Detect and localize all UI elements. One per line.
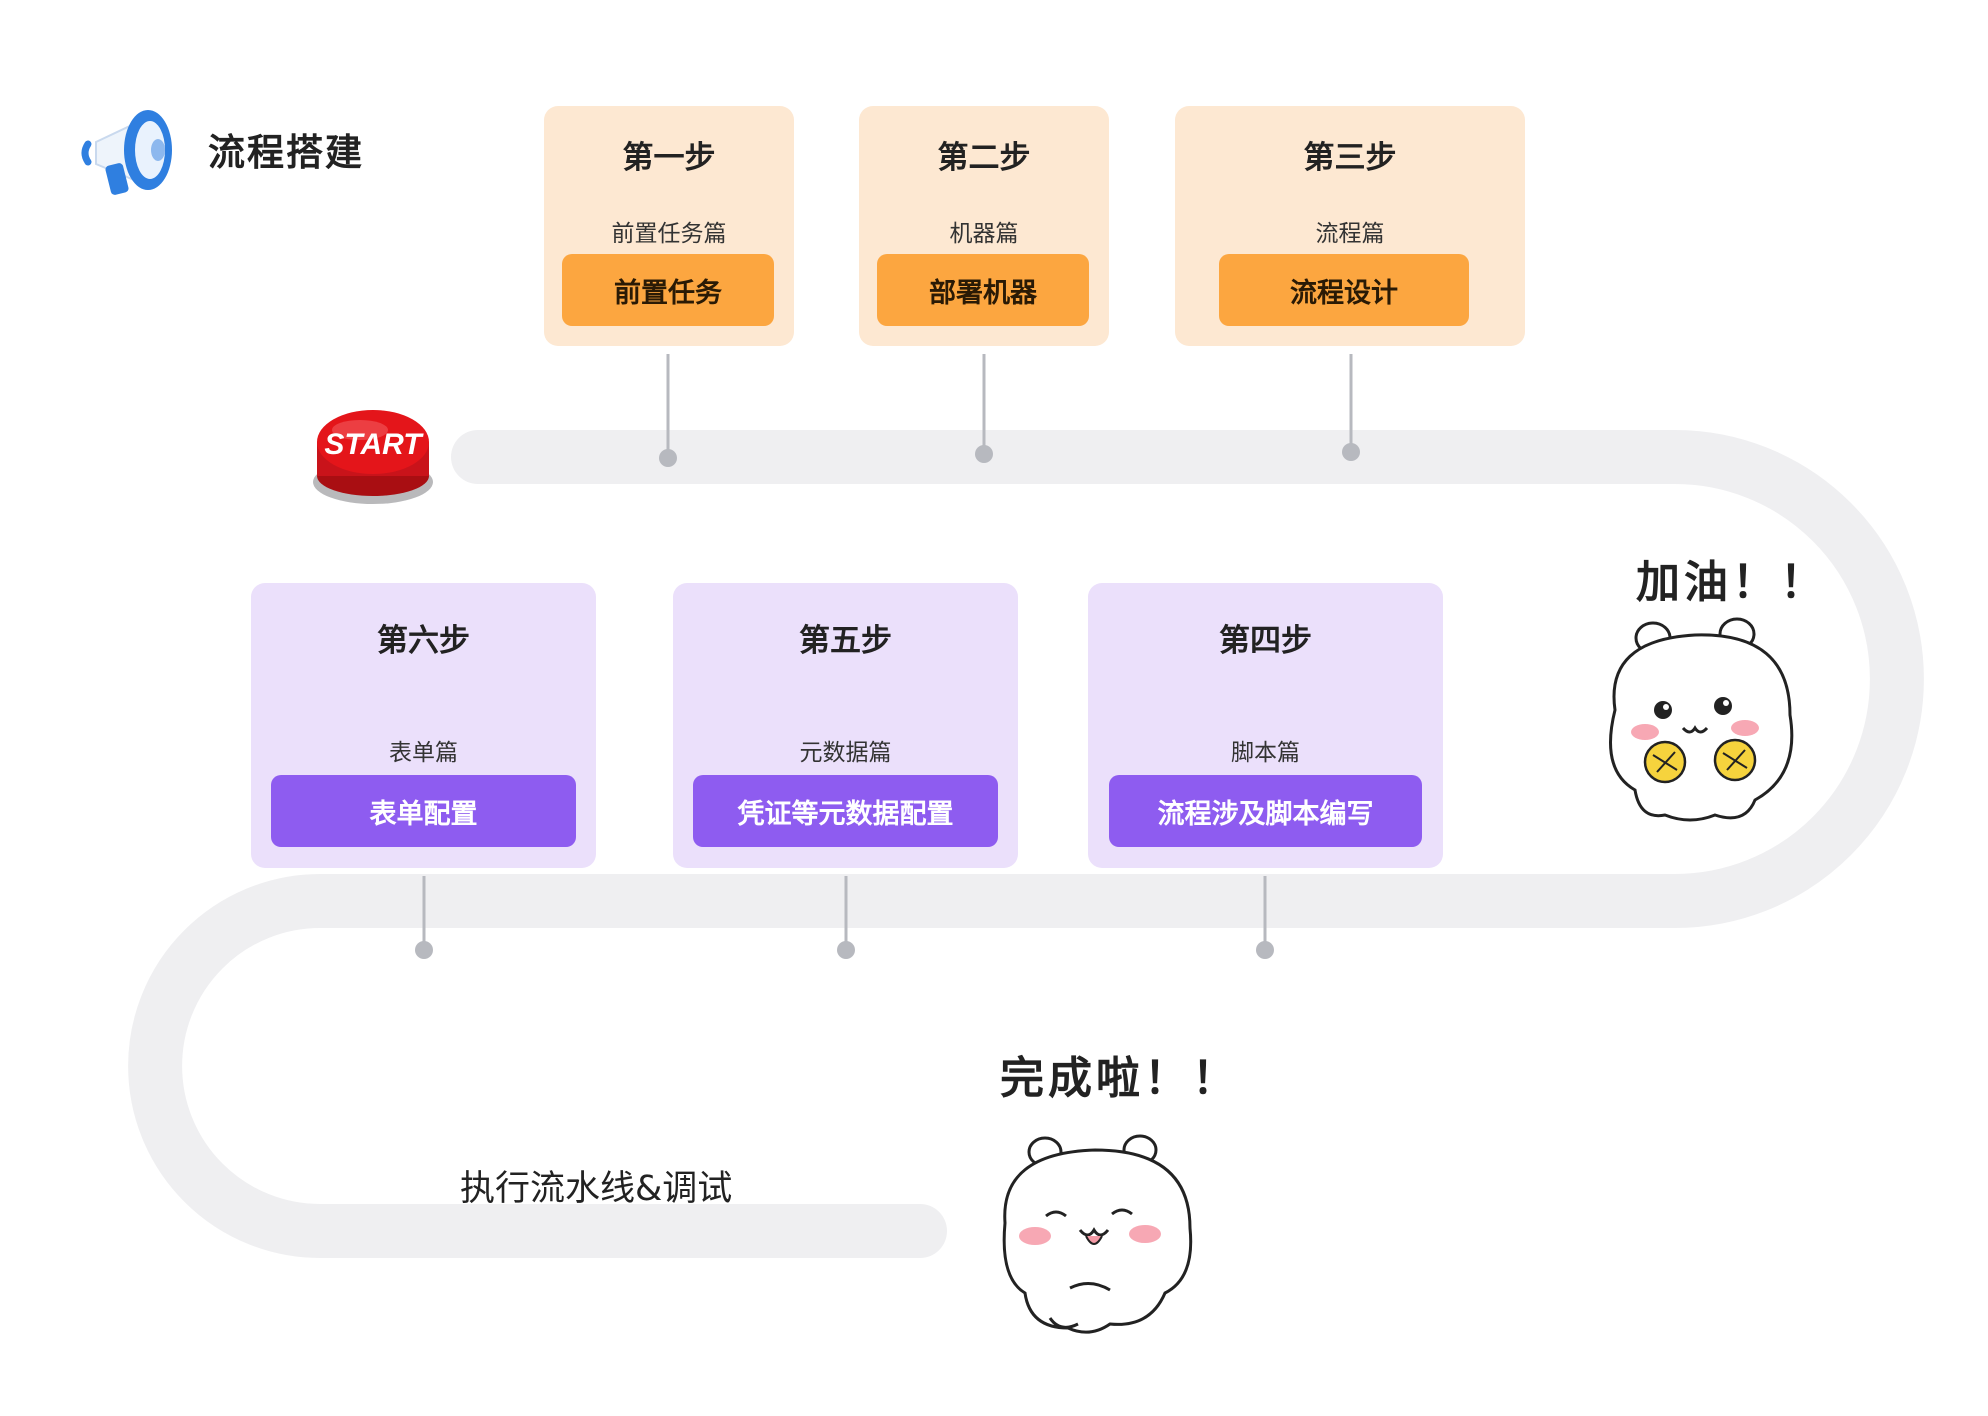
step-card-5: 第五步 元数据篇 凭证等元数据配置 bbox=[673, 583, 1018, 868]
connector-step-5 bbox=[837, 876, 855, 959]
step-subtitle: 脚本篇 bbox=[1231, 740, 1300, 766]
step-card-1: 第一步 前置任务篇 前置任务 bbox=[544, 106, 794, 346]
page-title: 流程搭建 bbox=[208, 131, 364, 174]
connector-step-6 bbox=[415, 876, 433, 959]
pipeline-debug-label: 执行流水线&调试 bbox=[460, 1169, 733, 1209]
start-label: START bbox=[324, 428, 424, 461]
connector-step-3 bbox=[1342, 354, 1360, 461]
cheer-text: 加油！！ bbox=[1636, 557, 1828, 608]
done-text: 完成啦！！ bbox=[1000, 1053, 1240, 1104]
hamster-happy-icon bbox=[1002, 1134, 1193, 1334]
script-writing-button[interactable]: 流程涉及脚本编写 bbox=[1109, 775, 1422, 847]
step-card-3: 第三步 流程篇 流程设计 bbox=[1175, 106, 1525, 346]
step-title: 第四步 bbox=[1219, 623, 1312, 659]
pre-task-button[interactable]: 前置任务 bbox=[562, 254, 774, 326]
step-subtitle: 表单篇 bbox=[389, 740, 458, 766]
step-title: 第二步 bbox=[937, 140, 1031, 176]
connector-step-2 bbox=[975, 354, 993, 463]
connector-step-4 bbox=[1256, 876, 1274, 959]
step-subtitle: 机器篇 bbox=[949, 221, 1019, 247]
hamster-cheering-icon bbox=[1609, 617, 1794, 822]
step-title: 第三步 bbox=[1303, 140, 1397, 176]
step-subtitle: 流程篇 bbox=[1315, 221, 1385, 247]
step-subtitle: 元数据篇 bbox=[799, 740, 892, 766]
step-card-4: 第四步 脚本篇 流程涉及脚本编写 bbox=[1088, 583, 1443, 868]
step-card-6: 第六步 表单篇 表单配置 bbox=[251, 583, 596, 868]
megaphone-icon bbox=[81, 110, 172, 195]
metadata-config-button[interactable]: 凭证等元数据配置 bbox=[693, 775, 998, 847]
form-config-button[interactable]: 表单配置 bbox=[271, 775, 576, 847]
step-title: 第一步 bbox=[622, 140, 716, 176]
step-title: 第五步 bbox=[799, 623, 892, 659]
step-card-2: 第二步 机器篇 部署机器 bbox=[859, 106, 1109, 346]
start-button[interactable]: START bbox=[310, 400, 436, 510]
step-title: 第六步 bbox=[377, 623, 470, 659]
connector-step-1 bbox=[659, 354, 677, 467]
deploy-machine-button[interactable]: 部署机器 bbox=[877, 254, 1089, 326]
flow-design-button[interactable]: 流程设计 bbox=[1219, 254, 1469, 326]
step-subtitle: 前置任务篇 bbox=[611, 221, 727, 247]
